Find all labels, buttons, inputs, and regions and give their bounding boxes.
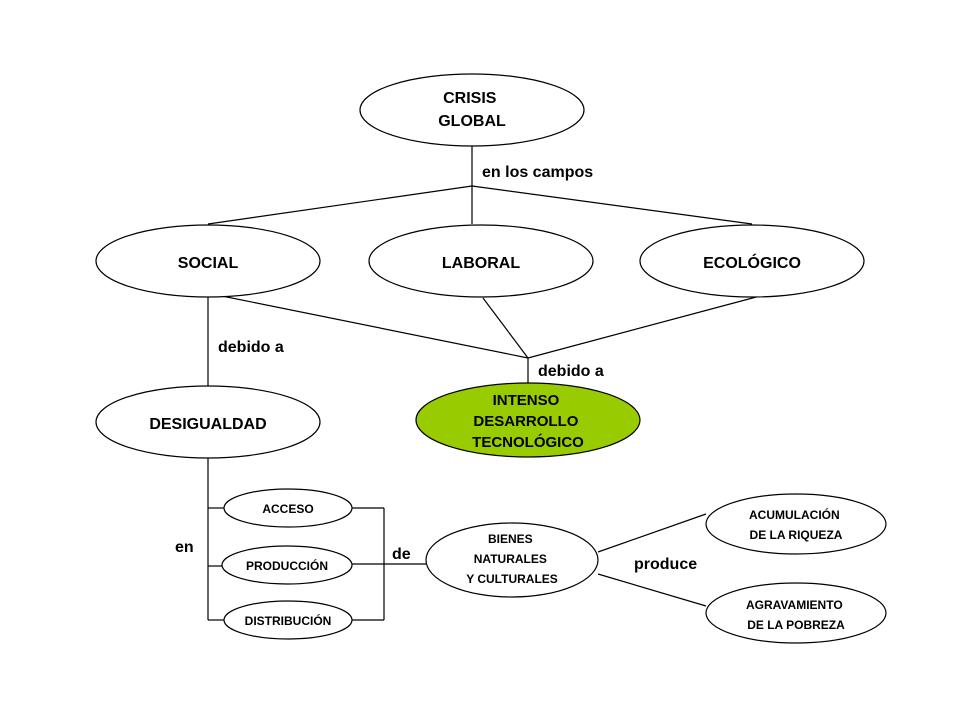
node-desigualdad-line-1: DESIGUALDAD [149, 416, 266, 433]
node-crisis-global: CRISIS GLOBAL [359, 73, 585, 147]
node-social-line-1: SOCIAL [178, 255, 239, 272]
node-crisis-global-line-1: CRISIS [443, 90, 497, 107]
svg-text:ECOLÓGICO: ECOLÓGICO [703, 253, 801, 272]
node-desigualdad-shape [95, 385, 321, 459]
svg-text:LABORAL: LABORAL [442, 255, 520, 272]
node-acceso: ACCESO [223, 488, 353, 528]
node-intenso-desarrollo-tecnologico: INTENSO DESARROLLO TECNOLÓGICO [415, 382, 641, 458]
label-debido-a-left: debido a [218, 339, 284, 356]
node-distribucion-line-1: DISTRIBUCIÓN [245, 613, 332, 628]
node-laboral-shape [368, 224, 594, 298]
svg-text:ACCESO: ACCESO [262, 502, 313, 516]
node-riqueza-line-2: DE LA RIQUEZA [750, 528, 843, 542]
node-laboral-line-1: LABORAL [442, 255, 520, 272]
edge-ecologico-tecnologico [527, 295, 761, 359]
node-pobreza-line-1: AGRAVAMIENTO [746, 598, 843, 612]
link-labels: en los campos debido a debido a en de pr… [175, 164, 697, 573]
edge-bienes-pobreza [597, 573, 707, 607]
node-bienes-naturales: BIENES NATURALES Y CULTURALES [425, 522, 599, 598]
node-bienes-line-3: Y CULTURALES [466, 572, 558, 586]
svg-text:CRISIS GLOBAL: CRISIS GLOBAL [438, 90, 506, 130]
node-produccion-shape [221, 545, 353, 585]
node-social: SOCIAL [95, 224, 321, 298]
node-acumulacion-riqueza: ACUMULACIÓN DE LA RIQUEZA [705, 493, 887, 555]
node-produccion: PRODUCCIÓN [221, 545, 353, 585]
edge-junction-social [207, 185, 473, 225]
node-pobreza-shape [705, 582, 887, 644]
svg-text:ACUMULACIÓN DE LA RIQU: ACUMULACIÓN DE LA RIQUEZA [749, 507, 843, 542]
node-crisis-global-line-2: GLOBAL [438, 113, 506, 130]
svg-text:SOCIAL: SOCIAL [178, 255, 239, 272]
node-pobreza-line-2: DE LA POBREZA [747, 618, 845, 632]
label-de: de [392, 546, 411, 563]
edge-bienes-riqueza [597, 513, 707, 553]
node-crisis-global-shape [359, 73, 585, 147]
svg-text:DESIGUALDAD: DESIGUALDAD [149, 416, 266, 433]
edge-junction-ecologico [471, 185, 753, 225]
node-social-shape [95, 224, 321, 298]
label-produce: produce [634, 556, 697, 573]
node-bienes-line-2: NATURALES [474, 552, 547, 566]
node-acceso-shape [223, 488, 353, 528]
node-ecologico-line-1: ECOLÓGICO [703, 253, 801, 272]
node-produccion-line-1: PRODUCCIÓN [246, 558, 328, 573]
node-bienes-shape [425, 522, 599, 598]
node-riqueza-shape [705, 493, 887, 555]
edge-social-tecnologico [221, 295, 529, 359]
svg-text:BIENES NATURALES: BIENES NATURALES Y CULTURALES [466, 532, 558, 586]
node-tecnologico-line-2: DESARROLLO [473, 413, 578, 430]
node-distribucion-shape [223, 600, 353, 640]
connectors [207, 146, 761, 621]
svg-text:DISTRIBUCIÓN: DISTRIBUCIÓN [245, 613, 332, 628]
label-debido-a-right: debido a [538, 363, 604, 380]
label-en-los-campos: en los campos [482, 164, 593, 181]
node-distribucion: DISTRIBUCIÓN [223, 600, 353, 640]
node-acceso-line-1: ACCESO [262, 502, 313, 516]
node-tecnologico-line-1: INTENSO [493, 392, 560, 409]
node-ecologico: ECOLÓGICO [639, 224, 865, 298]
node-bienes-line-1: BIENES [488, 532, 533, 546]
svg-text:INTENSO DESARROLLO: INTENSO DESARROLLO TECNOLÓGICO [472, 392, 584, 451]
svg-text:AGRAVAMIENTO DE LA POB: AGRAVAMIENTO DE LA POBREZA [746, 598, 846, 632]
edge-laboral-tecnologico [482, 297, 529, 359]
svg-text:PRODUCCIÓN: PRODUCCIÓN [246, 558, 328, 573]
label-en: en [175, 539, 194, 556]
node-riqueza-line-1: ACUMULACIÓN [749, 507, 840, 522]
node-laboral: LABORAL [368, 224, 594, 298]
node-tecnologico-line-3: TECNOLÓGICO [472, 433, 584, 451]
node-desigualdad: DESIGUALDAD [95, 385, 321, 459]
node-tecnologico-shape [415, 382, 641, 458]
node-ecologico-shape [639, 224, 865, 298]
node-agravamiento-pobreza: AGRAVAMIENTO DE LA POBREZA [705, 582, 887, 644]
